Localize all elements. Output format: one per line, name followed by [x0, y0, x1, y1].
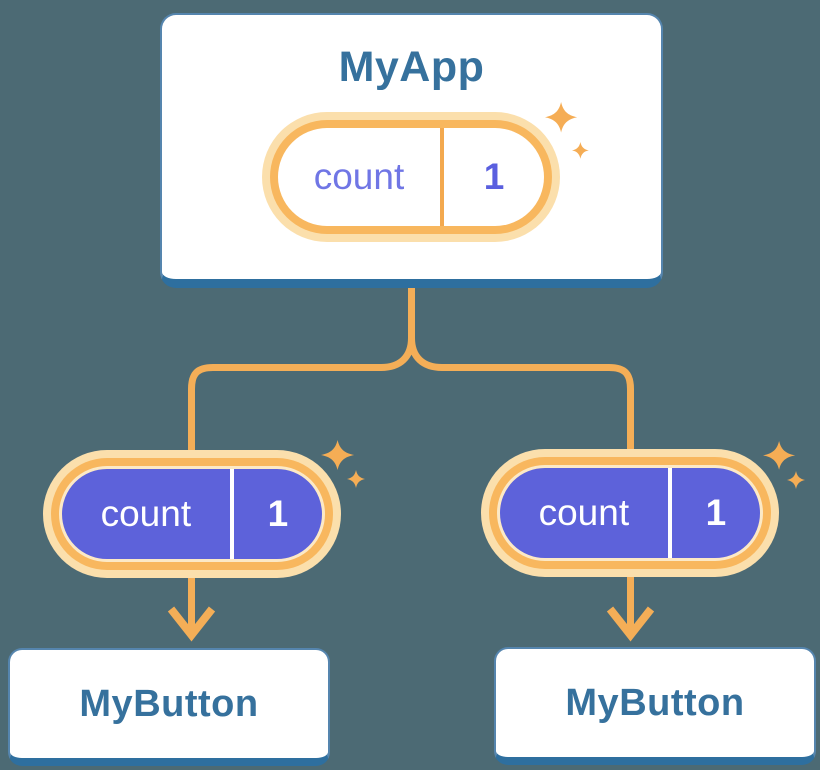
state-pill-right-child: count 1: [481, 449, 779, 577]
sparkle-star-icon: [347, 470, 365, 488]
state-name: count: [313, 156, 405, 197]
sparkle-star-icon: [545, 102, 578, 133]
state-value: 1: [705, 492, 727, 533]
component-title: MyButton: [565, 681, 745, 724]
pill-divider: [440, 128, 444, 226]
sparkles-icon: [763, 441, 805, 489]
sparkle-star-icon: [787, 471, 805, 489]
arrow-down-icon: [167, 606, 216, 642]
sparkles-icon: [545, 102, 589, 159]
state-pill-root: count 1: [262, 112, 560, 242]
pill-ring: count 1: [270, 120, 552, 234]
pill-ring: count 1: [489, 457, 771, 569]
state-name: count: [538, 492, 630, 533]
state-value: 1: [267, 493, 289, 534]
sparkle-star-icon: [763, 441, 796, 470]
state-name: count: [100, 493, 192, 534]
component-title: MyApp: [338, 43, 485, 91]
arrow-down-icon: [606, 606, 655, 642]
component-title: MyButton: [79, 682, 259, 725]
pill-divider: [667, 468, 672, 558]
pill-body: count 1: [59, 466, 325, 562]
sparkle-star-icon: [572, 142, 589, 159]
state-value: 1: [483, 156, 505, 197]
state-pill-left-child: count 1: [43, 450, 341, 578]
pill-divider: [229, 469, 234, 559]
sparkles-icon: [321, 440, 365, 488]
sparkle-star-icon: [321, 440, 355, 470]
pill-body: count 1: [497, 465, 763, 561]
connector-right-branch: [408, 337, 634, 466]
component-card-mybutton-left: MyButton: [8, 648, 330, 766]
pill-ring: count 1: [51, 458, 333, 570]
connector-left-branch: [188, 284, 415, 466]
component-card-mybutton-right: MyButton: [494, 647, 816, 765]
pill-body: count 1: [278, 128, 544, 226]
